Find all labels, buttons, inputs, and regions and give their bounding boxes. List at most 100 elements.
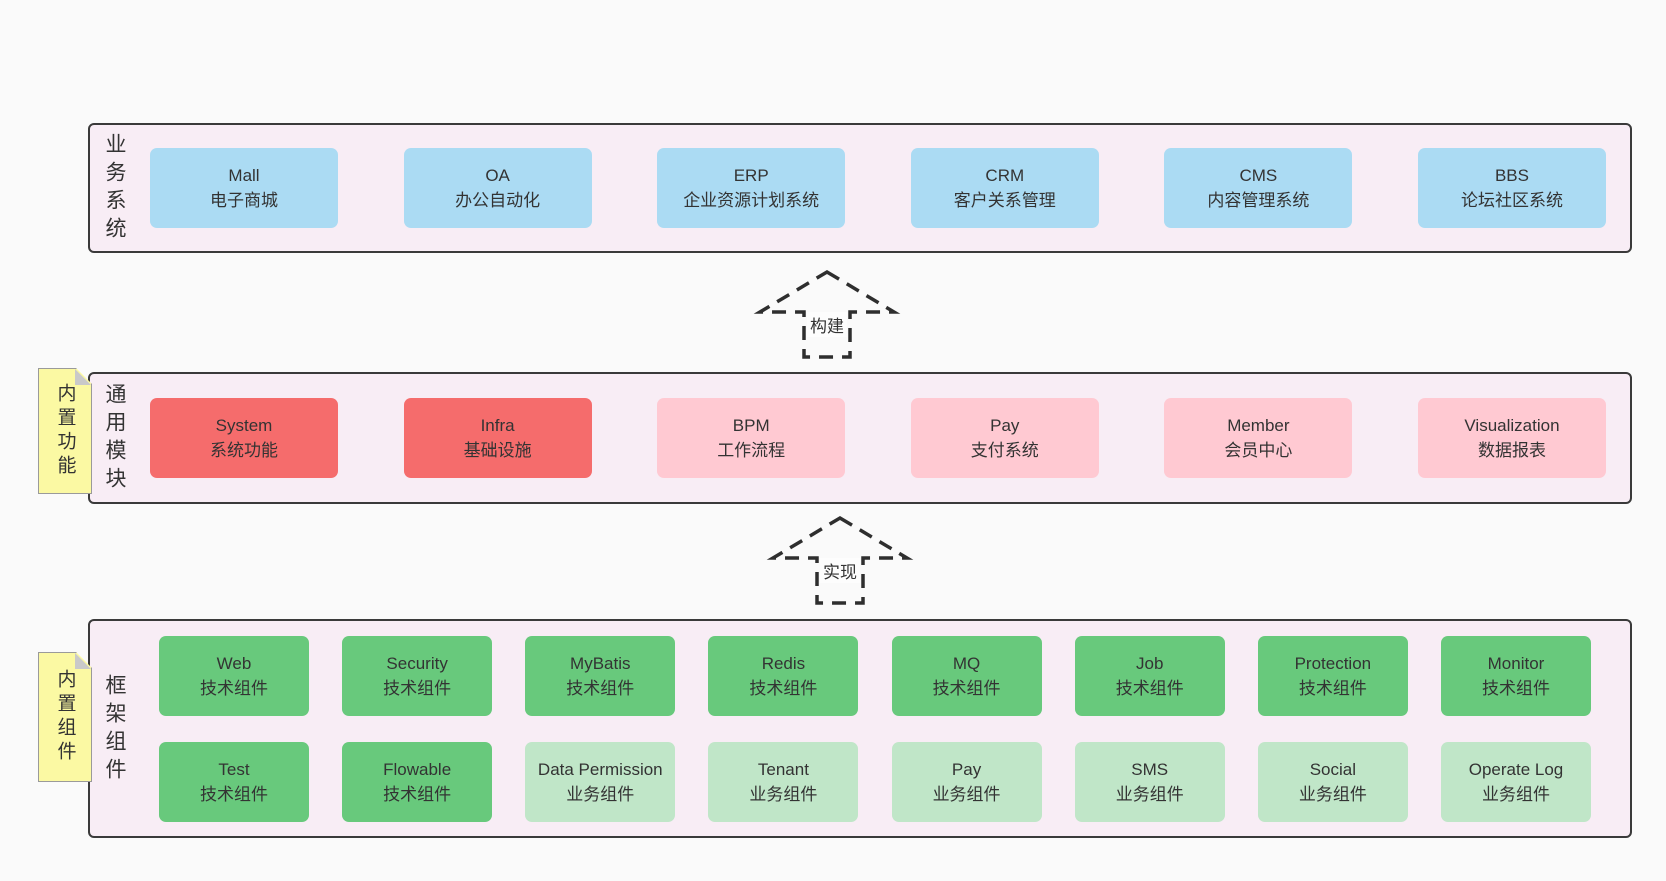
module-title: SMS <box>1131 759 1169 779</box>
module-title: Infra <box>480 416 515 435</box>
module-subtitle: 办公自动化 <box>455 191 541 210</box>
module-subtitle: 业务组件 <box>749 784 818 804</box>
module-title: MQ <box>952 653 981 673</box>
module-title: Visualization <box>1464 416 1560 435</box>
layer-common-modules: 通用模块 System 系统功能 Infra 基础设施 BPM 工作流程 Pay 支付系统 Me… <box>88 372 1632 504</box>
module-subtitle: 业务组件 <box>1481 784 1550 804</box>
layer-label-business-systems: 业务系统 <box>103 133 126 245</box>
module-subtitle: 企业资源计划系统 <box>683 191 820 210</box>
module-subtitle: 业务组件 <box>1115 784 1184 804</box>
module-title: Job <box>1135 653 1164 673</box>
sticky-features-label: 内置功能 <box>54 383 76 479</box>
layer-label-common-modules: 通用模块 <box>103 383 126 495</box>
module-box-security: Security 技术组件 <box>342 635 493 716</box>
module-subtitle: 技术组件 <box>383 678 452 698</box>
module-subtitle: 技术组件 <box>1115 678 1184 698</box>
module-box-mall: Mall 电子商城 <box>150 148 338 228</box>
module-title: Security <box>386 653 448 673</box>
module-subtitle: 电子商城 <box>210 191 278 210</box>
module-box-bpm: BPM 工作流程 <box>657 398 846 478</box>
module-title: Pay <box>951 759 982 779</box>
arrow-build: 构建 <box>752 268 902 360</box>
module-title: Flowable <box>383 759 452 779</box>
module-title: Data Permission <box>537 759 663 779</box>
module-subtitle: 支付系统 <box>970 441 1039 460</box>
module-subtitle: 技术组件 <box>1298 678 1367 698</box>
arrow-implement: 实现 <box>765 514 915 606</box>
module-subtitle: 技术组件 <box>200 784 268 804</box>
module-subtitle: 技术组件 <box>200 678 268 698</box>
module-title: Monitor <box>1487 653 1545 673</box>
module-box-pay: Pay 支付系统 <box>910 398 1099 478</box>
module-subtitle: 内容管理系统 <box>1207 191 1310 210</box>
module-subtitle: 工作流程 <box>717 441 786 460</box>
arrow-implement-label: 实现 <box>820 558 860 583</box>
module-subtitle: 业务组件 <box>1298 784 1367 804</box>
module-title: ERP <box>733 166 769 185</box>
module-title: Member <box>1227 416 1290 435</box>
module-box-erp: ERP 企业资源计划系统 <box>657 148 846 228</box>
module-box-social: Social 业务组件 <box>1257 741 1408 822</box>
module-box-member: Member 会员中心 <box>1164 398 1353 478</box>
module-title: MyBatis <box>570 653 631 673</box>
module-box-pay: Pay 业务组件 <box>891 741 1042 822</box>
module-title: Pay <box>990 416 1020 435</box>
module-subtitle: 业务组件 <box>566 784 635 804</box>
module-title: Operate Log <box>1468 759 1564 779</box>
module-title: BBS <box>1494 166 1529 185</box>
module-title: BPM <box>732 416 770 435</box>
module-box-sms: SMS 业务组件 <box>1074 741 1225 822</box>
module-title: Web <box>216 653 252 673</box>
module-box-data-permission: Data Permission 业务组件 <box>525 741 676 822</box>
module-subtitle: 客户关系管理 <box>953 191 1056 210</box>
module-box-mybatis: MyBatis 技术组件 <box>525 635 676 716</box>
arrow-build-label: 构建 <box>807 312 847 337</box>
module-title: System <box>215 416 273 435</box>
module-subtitle: 技术组件 <box>566 678 635 698</box>
module-title: Redis <box>761 653 806 673</box>
module-box-bbs: BBS 论坛社区系统 <box>1417 148 1606 228</box>
module-box-mq: MQ 技术组件 <box>891 635 1042 716</box>
module-subtitle: 业务组件 <box>932 784 1001 804</box>
module-title: Tenant <box>757 759 809 779</box>
module-box-web: Web 技术组件 <box>159 635 309 716</box>
module-subtitle: 技术组件 <box>932 678 1001 698</box>
module-title: OA <box>485 166 510 185</box>
module-subtitle: 技术组件 <box>749 678 818 698</box>
module-title: Test <box>218 759 250 779</box>
module-title: Protection <box>1294 653 1372 673</box>
module-title: Social <box>1309 759 1356 779</box>
module-subtitle: 会员中心 <box>1224 441 1293 460</box>
module-box-flowable: Flowable 技术组件 <box>342 741 493 822</box>
module-box-system: System 系统功能 <box>150 398 338 478</box>
module-box-oa: OA 办公自动化 <box>403 148 592 228</box>
module-subtitle: 基础设施 <box>463 441 532 460</box>
module-box-cms: CMS 内容管理系统 <box>1164 148 1353 228</box>
module-subtitle: 技术组件 <box>383 784 452 804</box>
sticky-note-built-in-features: 内置功能 <box>38 368 92 494</box>
module-box-infra: Infra 基础设施 <box>403 398 592 478</box>
module-title: Mall <box>228 166 260 185</box>
module-box-tenant: Tenant 业务组件 <box>708 741 859 822</box>
module-subtitle: 系统功能 <box>210 441 278 460</box>
module-box-test: Test 技术组件 <box>159 741 309 822</box>
common-modules-rows: System 系统功能 Infra 基础设施 BPM 工作流程 Pay 支付系统 Member 会… <box>125 398 1630 478</box>
module-title: CMS <box>1239 166 1278 185</box>
module-box-operate-log: Operate Log 业务组件 <box>1440 741 1591 822</box>
layer-label-framework-components: 框架组件 <box>103 673 126 786</box>
module-box-redis: Redis 技术组件 <box>708 635 859 716</box>
sticky-note-built-in-components: 内置组件 <box>38 652 92 782</box>
module-subtitle: 论坛社区系统 <box>1460 191 1563 210</box>
module-box-protection: Protection 技术组件 <box>1257 635 1408 716</box>
